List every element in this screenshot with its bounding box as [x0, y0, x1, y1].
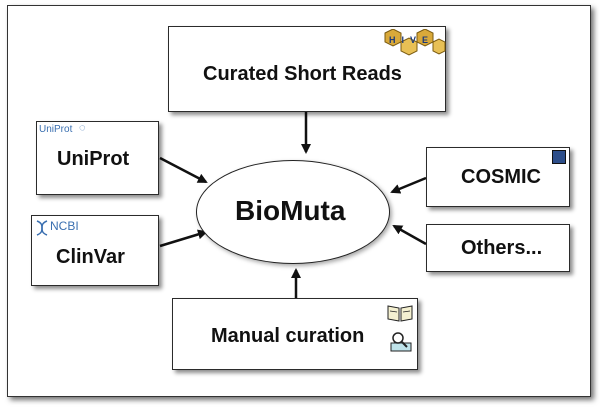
uniprot-logo-dots-icon: ◌: [79, 122, 86, 134]
manual-curation-box: Manual curation: [172, 298, 418, 370]
book-icon: [387, 305, 413, 322]
uniprot-label: UniProt: [57, 148, 130, 170]
biomuta-ellipse: BioMuta: [196, 160, 390, 264]
biomuta-label: BioMuta: [235, 195, 346, 226]
cosmic-label: COSMIC: [461, 166, 541, 188]
arrow-cosmic: [390, 176, 427, 194]
others-label: Others...: [461, 237, 543, 259]
hive-logo-text: HIVE: [389, 35, 435, 45]
uniprot-logo: UniProt: [39, 124, 73, 135]
curated-short-reads-label: Curated Short Reads: [203, 63, 402, 85]
clinvar-label: ClinVar: [56, 246, 125, 268]
cosmic-logo-icon: [552, 150, 566, 164]
arrow-others: [392, 224, 427, 246]
cosmic-box: COSMIC: [426, 147, 570, 207]
uniprot-box: UniProt ◌ UniProt: [36, 121, 159, 195]
hive-logo-icon: [384, 29, 446, 56]
clinvar-box: NCBI ClinVar: [31, 215, 159, 286]
curated-short-reads-box: Curated Short Reads HIVE: [168, 26, 446, 112]
arrow-uniprot: [159, 156, 208, 184]
microscope-icon: [390, 332, 412, 352]
ncbi-helix-icon: [36, 220, 48, 236]
others-box: Others...: [426, 224, 570, 272]
ncbi-logo: NCBI: [50, 219, 79, 233]
arrow-clinvar: [159, 229, 208, 248]
manual-curation-label: Manual curation: [211, 325, 365, 347]
